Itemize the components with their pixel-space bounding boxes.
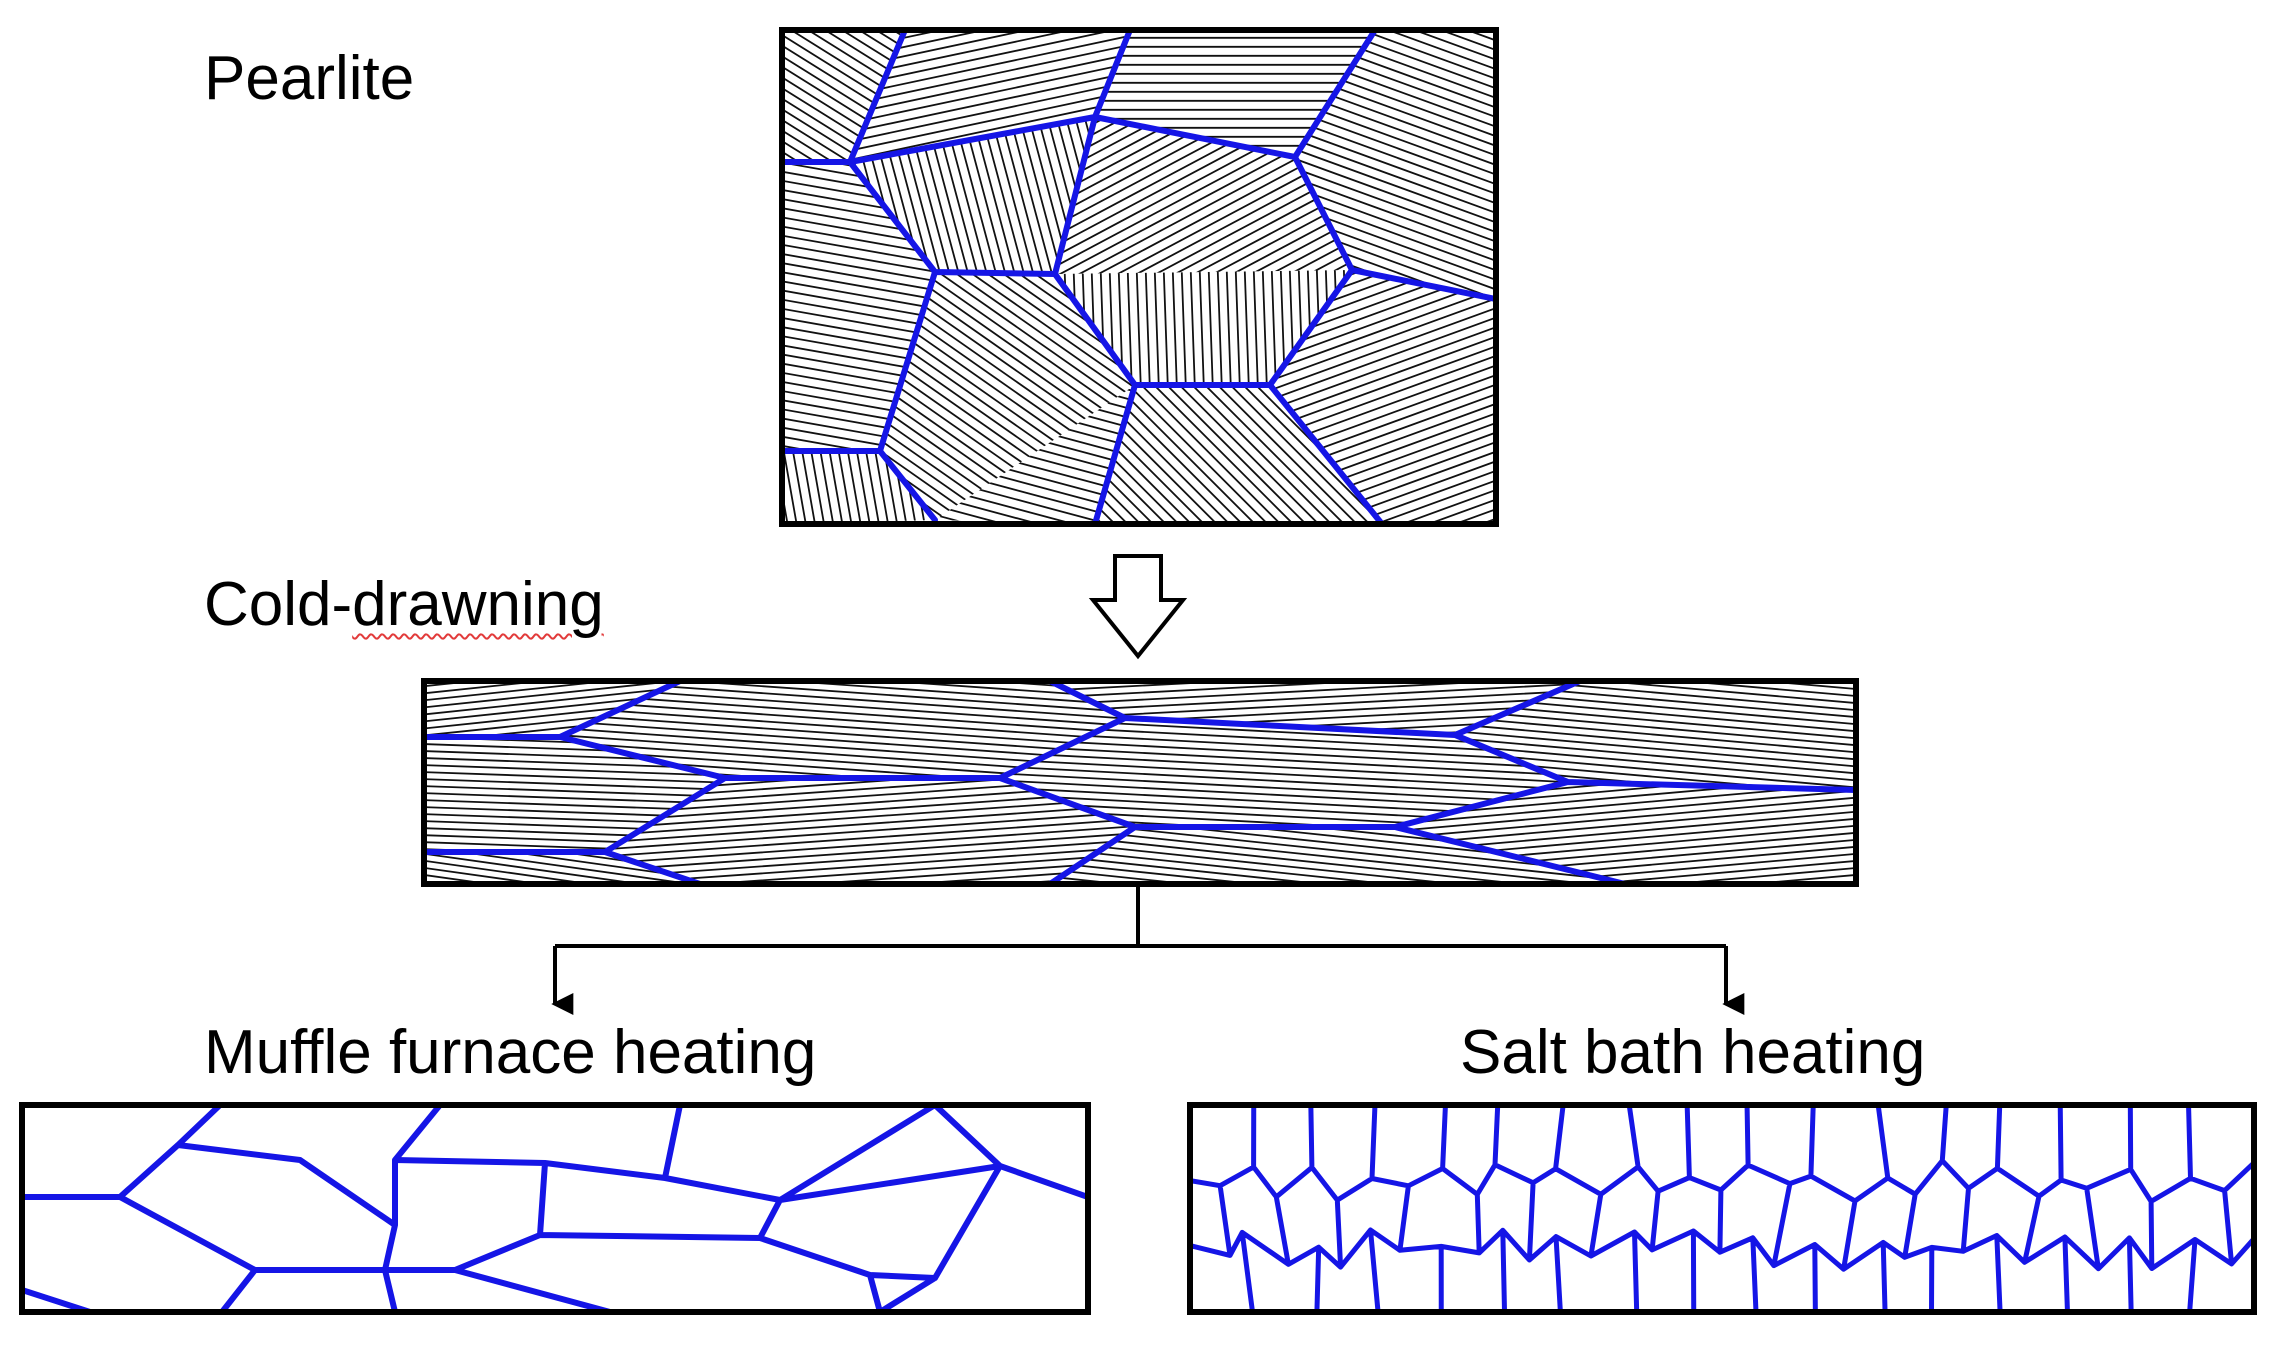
branch-arrow-icon — [551, 887, 1745, 1015]
pearlite-frame — [779, 27, 1499, 527]
muffle-furnace-panel — [19, 1102, 1091, 1315]
lamella-grain — [1000, 718, 1568, 827]
lamella-set — [424, 737, 725, 852]
salt-bath-label: Salt bath heating — [1460, 1018, 1926, 1087]
lamella-lines — [782, 30, 905, 162]
lamella-lines — [1270, 270, 1496, 524]
pearlite-label: Pearlite — [204, 44, 415, 113]
lamella-set — [1455, 681, 1856, 790]
boundary-path — [424, 681, 1856, 884]
muffle-furnace-label: Muffle furnace heating — [204, 1018, 817, 1087]
lamella-grain — [1050, 827, 1625, 884]
lamella-grain — [424, 681, 680, 737]
cold-drawn-panel — [421, 678, 1859, 887]
lamella-set — [1000, 718, 1568, 827]
cold-drawing-label: Cold-drawning — [204, 574, 604, 636]
lamella-lines — [1395, 782, 1856, 884]
lamella-grain — [880, 272, 1135, 520]
salt-bath-panel — [1187, 1102, 2257, 1315]
lamella-lines — [560, 681, 1125, 778]
hollow-down-arrow-icon — [1088, 554, 1188, 660]
lamella-lines — [424, 681, 680, 737]
lamella-grain — [1055, 117, 1352, 274]
muffle-frame — [19, 1102, 1091, 1315]
lamella-lines — [1055, 117, 1352, 274]
cold-drawing-label-suffix: drawning — [352, 570, 604, 639]
salt-bath-frame — [1187, 1102, 2257, 1315]
pearlite-lamellae — [782, 30, 1496, 524]
lamella-set — [1050, 827, 1625, 884]
lamella-set — [424, 681, 680, 737]
boundary-path — [782, 30, 1496, 524]
cold-drawing-label-prefix: Cold- — [204, 570, 353, 639]
salt-bath-grain-boundaries — [1190, 1105, 2254, 1312]
lamella-lines — [1050, 827, 1625, 884]
lamella-set — [1055, 117, 1352, 274]
cold-drawn-lamellae — [424, 681, 1856, 884]
lamella-grain — [1270, 270, 1496, 524]
lamella-lines — [424, 737, 725, 852]
boundary-path — [22, 1105, 1088, 1312]
lamella-set — [782, 30, 905, 162]
cold-drawn-grain-boundaries — [424, 681, 1856, 884]
lamella-grain — [1455, 681, 1856, 790]
lamella-set — [1395, 782, 1856, 884]
lamella-grain — [1395, 782, 1856, 884]
lamella-set — [1270, 270, 1496, 524]
lamella-lines — [605, 778, 1135, 884]
lamella-set — [880, 272, 1135, 520]
lamella-lines — [880, 272, 1135, 520]
lamella-grain — [560, 681, 1125, 778]
boundary-path — [1190, 1105, 2254, 1312]
lamella-set — [605, 778, 1135, 884]
pearlite-panel — [779, 27, 1499, 527]
lamella-lines — [1000, 718, 1568, 827]
pearlite-grain-boundaries — [782, 30, 1496, 524]
muffle-grain-boundaries — [22, 1105, 1088, 1312]
lamella-lines — [1455, 681, 1856, 790]
lamella-grain — [782, 30, 905, 162]
cold-drawn-frame — [421, 678, 1859, 887]
lamella-grain — [424, 737, 725, 852]
lamella-grain — [605, 778, 1135, 884]
lamella-set — [560, 681, 1125, 778]
